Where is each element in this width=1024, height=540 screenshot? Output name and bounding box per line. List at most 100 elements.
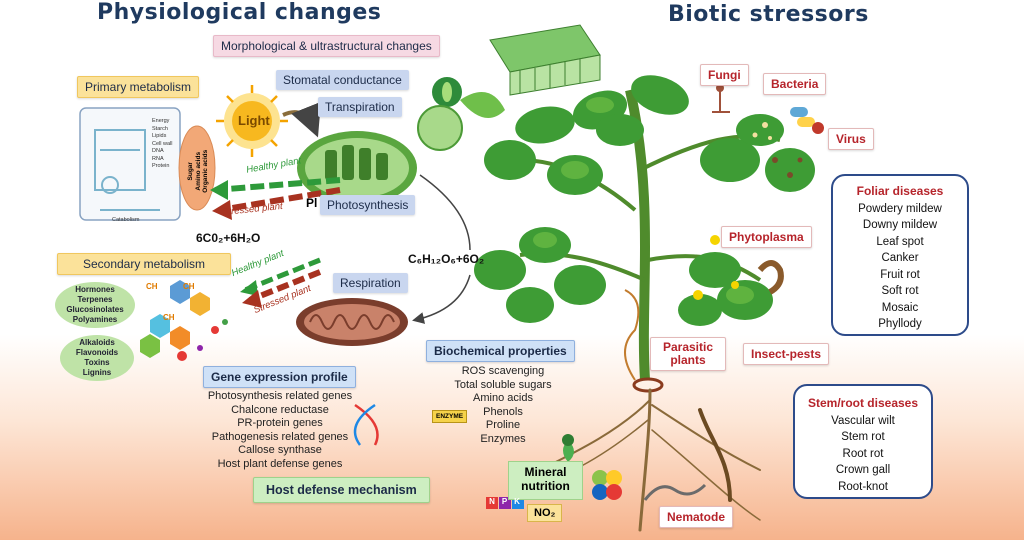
foliar-diseases-box: Foliar diseases Powdery mildew Downy mil… xyxy=(831,174,969,336)
primary-metabolism-label: Primary metabolism xyxy=(77,76,200,98)
gene-item: Callose synthase xyxy=(238,444,322,456)
sun-icon xyxy=(216,85,288,157)
biochem-list: ROS scavenging Total soluble sugars Amin… xyxy=(448,365,558,446)
npk-chips xyxy=(486,497,524,509)
biochem-item: ROS scavenging xyxy=(461,365,545,377)
bacteria-label: Bacteria xyxy=(763,73,827,95)
gene-list: Photosynthesis related genes Chalcone re… xyxy=(200,390,360,471)
ch-label-3: CH xyxy=(163,313,175,322)
enzyme-chip: ENZYME xyxy=(432,410,468,423)
virus-label: Virus xyxy=(828,128,874,150)
cycle-label-list: Energy Starch Lipids Cell wall DNA RNA P… xyxy=(152,118,172,171)
dna-icon xyxy=(353,403,379,446)
stemroot-item: Vascular wilt xyxy=(831,414,895,427)
gene-item: Pathogenesis related genes xyxy=(211,430,349,443)
cycle-dna: DNA xyxy=(152,148,164,154)
foliar-item: Mosaic xyxy=(881,301,919,314)
host-defense-label: Host defense mechanism xyxy=(253,477,430,503)
stemroot-item: Root rot xyxy=(842,447,884,460)
formula-right: C₆H₁₂O₆+6O₂ xyxy=(408,252,485,266)
oval2-item: Flavonoids xyxy=(75,348,119,357)
oval2-item: Lignins xyxy=(82,368,112,377)
light-arrow xyxy=(282,101,321,138)
npk-n: N xyxy=(489,497,495,506)
mineral-box: Mineral nutrition xyxy=(508,461,583,500)
oval1-item: Polyamines xyxy=(72,315,118,324)
light-label: Light xyxy=(238,113,270,128)
foliar-item: Fruit rot xyxy=(880,268,920,281)
cycle-lipids: Lipids xyxy=(152,133,167,139)
nematode-worm xyxy=(643,483,707,501)
cycle-energy: Energy xyxy=(152,118,170,124)
mineral-elements-icon xyxy=(592,470,622,500)
ch-label-1: CH xyxy=(146,282,158,291)
sugar-oval-shape xyxy=(178,125,216,211)
mineral-label: Mineral nutrition xyxy=(521,465,570,493)
mineral-leaf-icon xyxy=(562,434,574,462)
stemroot-item: Stem rot xyxy=(841,431,885,443)
amino-text: Amino acids xyxy=(194,151,202,191)
fungi-label: Fungi xyxy=(700,64,749,86)
plant-illustration xyxy=(474,75,815,393)
stressed-arrow-2 xyxy=(248,269,322,303)
foliar-title: Foliar diseases xyxy=(856,184,944,198)
morph-label: Morphological & ultrastructural changes xyxy=(213,35,440,57)
pl-fragment: Pl xyxy=(306,196,318,210)
insect-label: Insect-pests xyxy=(743,343,830,365)
stomatal-label: Stomatal conductance xyxy=(276,70,409,90)
healthy-arrow-2 xyxy=(244,257,321,293)
biochem-item: Enzymes xyxy=(480,432,526,445)
biochem-item: Total soluble sugars xyxy=(454,378,552,391)
cycle-arrow-top xyxy=(419,174,471,251)
biochem-item: Phenols xyxy=(483,405,523,418)
cell-zoom-icon xyxy=(417,105,463,151)
secondary-oval-2: Alkaloids Flavonoids Toxins Lignins xyxy=(60,335,134,381)
fungi-icon xyxy=(712,84,730,113)
secondary-oval-1: Hormones Terpenes Glucosinolates Polyami… xyxy=(55,282,135,328)
gene-item: PR-protein genes xyxy=(237,417,323,429)
sugar-text: Sugar xyxy=(186,162,194,181)
biochemical-title: Biochemical properties xyxy=(426,340,575,362)
respiration-label: Respiration xyxy=(333,273,408,293)
biochem-item: Proline xyxy=(485,419,521,431)
foliar-item: Leaf spot xyxy=(876,235,924,248)
virus-icon xyxy=(812,122,824,134)
cycle-arrow-bottom xyxy=(412,274,471,324)
parasitic-text: Parasitic plants xyxy=(662,340,714,367)
photosynthesis-label: Photosynthesis xyxy=(320,195,416,215)
left-header: Physiological changes xyxy=(97,0,382,25)
gene-item: Chalcone reductase xyxy=(231,403,329,416)
stomata-icon xyxy=(432,77,462,107)
healthy-arrow-1 xyxy=(214,177,341,193)
cycle-rna: RNA xyxy=(152,155,164,162)
molecule-icons xyxy=(140,280,228,361)
phytoplasma-label: Phytoplasma xyxy=(721,226,812,248)
mitochondrion-icon xyxy=(296,298,408,346)
oval1-item: Glucosinolates xyxy=(66,305,124,314)
organic-text: Organic acids xyxy=(201,149,209,193)
foliar-item: Phyllody xyxy=(878,318,922,330)
sugar-oval-text: Sugar Amino acids Organic acids xyxy=(187,139,210,203)
cycle-starch: Starch xyxy=(152,125,168,132)
cycle-protein: Protein xyxy=(152,163,170,169)
bacteria-icon xyxy=(790,107,815,127)
npk-k: K xyxy=(514,497,520,506)
formula-left: 6C0₂+6H₂O xyxy=(196,231,261,245)
foliar-item: Powdery mildew xyxy=(858,202,942,215)
foliar-item: Canker xyxy=(881,252,919,264)
foliar-item: Downy mildew xyxy=(862,219,938,231)
foliar-item: Soft rot xyxy=(881,285,919,297)
oval1-item: Terpenes xyxy=(77,295,113,304)
stemroot-item: Root-knot xyxy=(838,480,888,493)
oval1-item: Hormones xyxy=(75,285,115,294)
nematode-label: Nematode xyxy=(659,506,734,528)
cycle-cellwall: Cell wall xyxy=(152,140,173,147)
stemroot-diseases-box: Stem/root diseases Vascular wilt Stem ro… xyxy=(793,384,933,499)
biochem-item: Amino acids xyxy=(473,392,533,404)
parasitic-label: Parasitic plants xyxy=(650,337,726,371)
npk-p: P xyxy=(501,497,508,506)
stemroot-title: Stem/root diseases xyxy=(807,396,919,410)
gene-item: Photosynthesis related genes xyxy=(207,390,353,402)
